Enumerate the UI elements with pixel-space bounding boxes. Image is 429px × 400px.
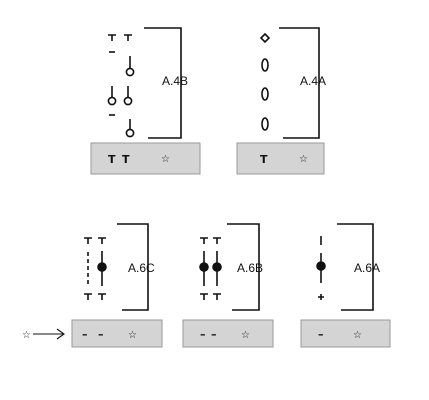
a4b-bracket [144, 27, 182, 139]
lollipop-head [107, 96, 117, 106]
t-symbol [98, 293, 106, 300]
star-icon: ☆ [161, 154, 170, 165]
a6a-bracket [337, 223, 374, 311]
a6a-bar-glyph: – [318, 328, 324, 341]
a6b-bracket [227, 223, 260, 311]
a4b-bar [90, 142, 201, 175]
oval-symbol [261, 58, 269, 72]
diagram-a6a: A.6A – ☆ [300, 223, 391, 348]
a6b-bar-glyph: – [211, 328, 217, 341]
a6c-bracket [117, 223, 149, 311]
a4a-label: A.4A [300, 74, 326, 88]
oval-symbol [261, 87, 269, 101]
t-symbol [84, 293, 92, 300]
t-symbol [108, 34, 116, 41]
a6a-symbols [316, 236, 326, 300]
a4a-symbols [259, 32, 271, 131]
a6c-bar [71, 319, 163, 348]
a6c-label: A.6C [128, 261, 155, 275]
lollipop-head [125, 67, 135, 77]
a4b-bar-glyph: T [108, 153, 116, 166]
a4b-label: A.4B [162, 74, 188, 88]
star-icon: ☆ [241, 330, 250, 341]
a4b-bar-glyph: T [122, 153, 130, 166]
t-symbol [124, 34, 132, 41]
filled-dot-symbol [212, 262, 222, 272]
diagram-a6c: A.6C – – ☆ [71, 223, 163, 348]
diagram-a4b: A.4B T T ☆ [90, 27, 201, 175]
filled-dot-symbol [97, 262, 107, 272]
a4a-bar-glyph: T [260, 153, 268, 166]
t-symbol [200, 237, 208, 244]
star-icon: ☆ [353, 330, 362, 341]
arrow-right-icon [33, 328, 65, 340]
a6b-bar [182, 319, 274, 348]
a6b-symbols [199, 237, 222, 300]
a6b-label: A.6B [237, 261, 263, 275]
star-icon: ☆ [22, 330, 31, 341]
oval-symbol [261, 117, 269, 131]
a6a-label: A.6A [354, 261, 380, 275]
t-symbol [213, 237, 221, 244]
start-marker: ☆ [22, 328, 65, 341]
plus-symbol [318, 294, 324, 300]
filled-dot-symbol [316, 261, 326, 271]
filled-dot-symbol [199, 262, 209, 272]
a4a-bracket [279, 27, 320, 139]
star-icon: ☆ [299, 154, 308, 165]
t-symbol [84, 237, 92, 244]
diamond-symbol [259, 32, 271, 44]
a6a-bar [300, 319, 391, 348]
diagram-a6b: A.6B – – ☆ [182, 223, 274, 348]
a4a-bar [236, 142, 325, 175]
a6c-bar-glyph: – [98, 328, 104, 341]
t-symbol [200, 293, 208, 300]
a6c-symbols [84, 237, 107, 300]
lollipop-head [123, 96, 133, 106]
a4b-symbols [107, 34, 135, 138]
diagram-a4a: A.4A T ☆ [236, 27, 326, 175]
a6b-bar-glyph: – [200, 328, 206, 341]
lollipop-head [125, 128, 135, 138]
star-icon: ☆ [128, 330, 137, 341]
t-symbol [213, 293, 221, 300]
t-symbol [98, 237, 106, 244]
a6c-bar-glyph: – [82, 328, 88, 341]
